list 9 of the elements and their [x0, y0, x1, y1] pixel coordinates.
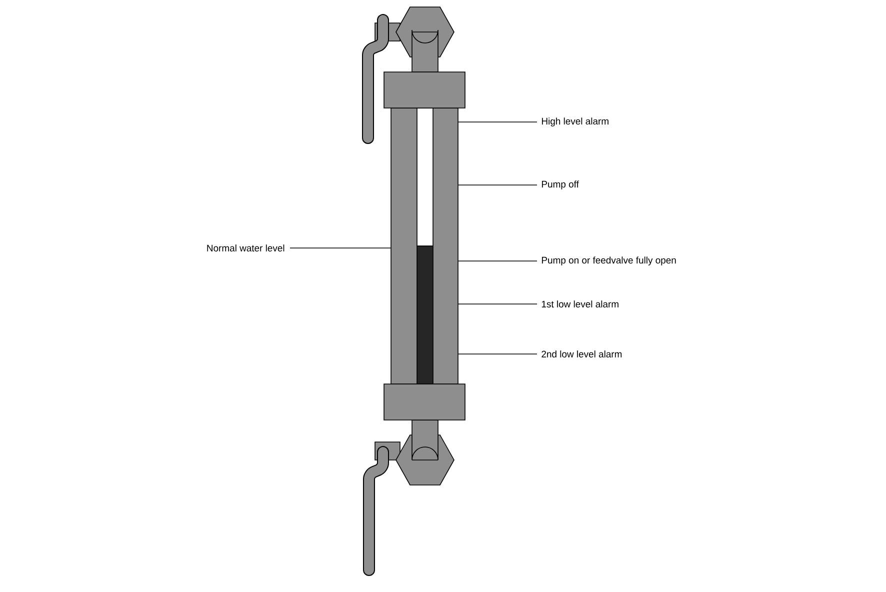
label-text: Pump off [542, 180, 579, 190]
label-text: Normal water level [207, 244, 284, 252]
leader-line [458, 184, 538, 186]
label-text: 2nd low level alarm [542, 350, 622, 358]
level-gauge-drawing [362, 6, 466, 576]
label-text: 1st low level alarm [542, 300, 618, 308]
leader-line [458, 260, 538, 262]
label-text: High level alarm [542, 118, 608, 126]
label-text: Pump on or feedvalve fully open [542, 256, 676, 266]
